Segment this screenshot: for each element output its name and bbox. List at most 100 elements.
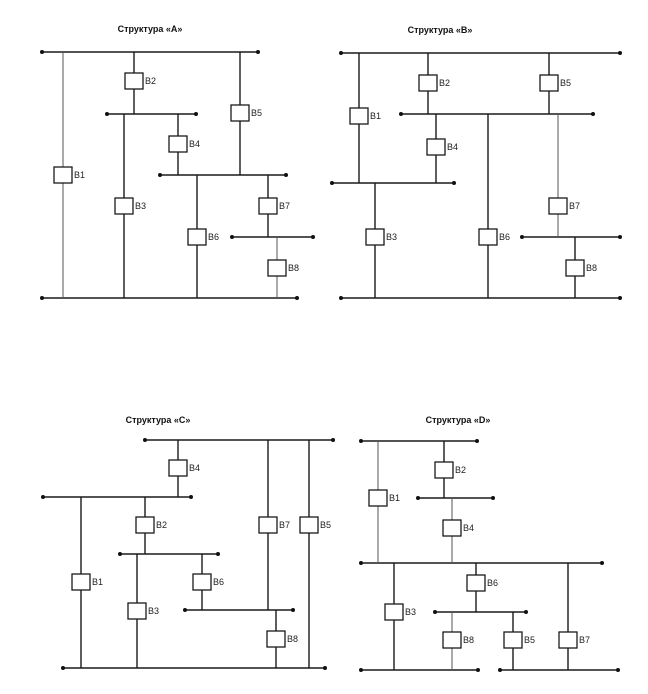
wires-layer (62, 52, 576, 670)
bus-end-dot (359, 561, 363, 565)
structure-b-element-b1: B1 (349, 107, 381, 125)
structure-a-element-b1: B1 (53, 166, 85, 184)
bus-end-dot (433, 610, 437, 614)
structure-a-element-b6: B6 (187, 228, 219, 246)
element-box (368, 489, 388, 507)
bus-end-dot (61, 666, 65, 670)
element-box (426, 138, 446, 156)
structure-d-element-b2: B2 (434, 461, 466, 479)
bus-end-dot (40, 296, 44, 300)
structure-d-element-b3: B3 (384, 603, 416, 621)
bus-end-dot (491, 496, 495, 500)
element-box (258, 197, 278, 215)
bus-end-dot (399, 112, 403, 116)
structure-c-element-b6: B6 (192, 573, 224, 591)
element-label: B1 (370, 111, 381, 121)
element-box (418, 74, 438, 92)
bus-end-dot (105, 112, 109, 116)
element-label: B5 (251, 108, 262, 118)
element-box (539, 74, 559, 92)
element-label: B7 (279, 520, 290, 530)
bus-end-dot (452, 181, 456, 185)
structure-c-element-b4: B4 (168, 459, 200, 477)
structure-a-title: Структура «A» (118, 24, 183, 34)
bus-end-dot (616, 668, 620, 672)
bus-end-dot (311, 235, 315, 239)
element-box (124, 72, 144, 90)
structure-c-element-b8: B8 (266, 630, 298, 648)
structure-d (359, 439, 620, 672)
element-label: B3 (135, 201, 146, 211)
structure-c-element-b3: B3 (127, 602, 159, 620)
element-box (168, 459, 188, 477)
element-label: B5 (320, 520, 331, 530)
bus-end-dot (475, 439, 479, 443)
element-label: B4 (447, 142, 458, 152)
structure-b-title: Структура «B» (408, 25, 473, 35)
structure-b-element-b7: B7 (548, 197, 580, 215)
element-label: B8 (287, 634, 298, 644)
structure-b (330, 51, 622, 300)
element-label: B6 (499, 232, 510, 242)
structure-b-element-b4: B4 (426, 138, 458, 156)
bus-end-dot (194, 112, 198, 116)
bus-end-dot (323, 666, 327, 670)
structure-d-element-b6: B6 (466, 574, 498, 592)
element-label: B1 (389, 493, 400, 503)
structure-a-element-b7: B7 (258, 197, 290, 215)
element-box (187, 228, 207, 246)
buses-layer (40, 50, 622, 672)
bus-end-dot (359, 668, 363, 672)
element-box (558, 631, 578, 649)
structure-b-element-b8: B8 (565, 259, 597, 277)
element-box (114, 197, 134, 215)
bus-end-dot (331, 438, 335, 442)
element-label: B8 (463, 635, 474, 645)
structure-d-title: Структура «D» (426, 415, 491, 425)
structure-c-element-b1: B1 (71, 573, 103, 591)
element-box (442, 519, 462, 537)
element-label: B3 (386, 232, 397, 242)
structure-c-element-b5: B5 (299, 516, 331, 534)
element-box (71, 573, 91, 591)
structure-d-element-b7: B7 (558, 631, 590, 649)
structure-a-element-b3: B3 (114, 197, 146, 215)
bus-end-dot (339, 51, 343, 55)
element-label: B6 (213, 577, 224, 587)
element-box (53, 166, 73, 184)
element-box (548, 197, 568, 215)
element-label: B8 (586, 263, 597, 273)
element-box (266, 630, 286, 648)
element-label: B3 (148, 606, 159, 616)
element-label: B6 (208, 232, 219, 242)
bus-end-dot (416, 496, 420, 500)
bus-end-dot (256, 50, 260, 54)
bus-end-dot (591, 112, 595, 116)
structure-d-element-b4: B4 (442, 519, 474, 537)
element-label: B4 (463, 523, 474, 533)
bus-end-dot (618, 235, 622, 239)
element-label: B3 (405, 607, 416, 617)
bus-end-dot (618, 51, 622, 55)
element-box (442, 631, 462, 649)
element-box (349, 107, 369, 125)
element-box (267, 259, 287, 277)
bus-end-dot (476, 668, 480, 672)
bus-end-dot (330, 181, 334, 185)
element-label: B4 (189, 139, 200, 149)
element-box (478, 228, 498, 246)
bus-end-dot (359, 439, 363, 443)
element-label: B8 (288, 263, 299, 273)
structure-d-element-b8: B8 (442, 631, 474, 649)
structure-b-element-b5: B5 (539, 74, 571, 92)
element-box (127, 602, 147, 620)
structure-c-element-b2: B2 (135, 516, 167, 534)
bus-end-dot (118, 552, 122, 556)
bus-end-dot (291, 608, 295, 612)
structure-a-element-b4: B4 (168, 135, 200, 153)
structure-b-element-b3: B3 (365, 228, 397, 246)
bus-end-dot (189, 495, 193, 499)
element-label: B2 (145, 76, 156, 86)
element-box (365, 228, 385, 246)
